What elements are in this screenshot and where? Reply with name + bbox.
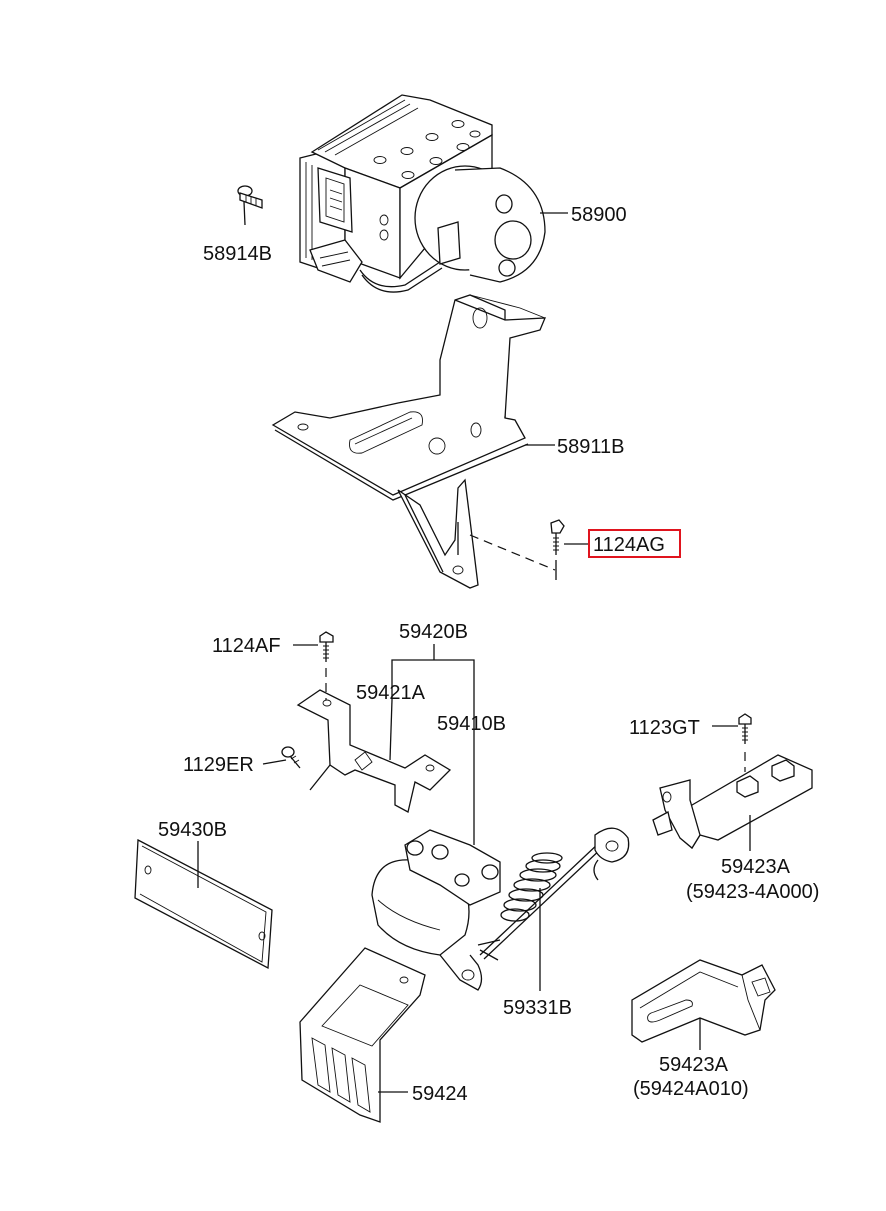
bolt-1124AG[interactable] <box>550 519 565 580</box>
label-1124AF[interactable]: 1124AF <box>212 635 281 657</box>
label-59423A-lower[interactable]: 59423A <box>659 1054 729 1076</box>
label-59410B[interactable]: 59410B <box>437 713 506 735</box>
bolt-58914B[interactable] <box>237 185 263 226</box>
label-58914B[interactable]: 58914B <box>203 243 272 265</box>
label-58911B[interactable]: 58911B <box>557 436 624 458</box>
label-59423A-upper[interactable]: 59423A <box>721 856 791 878</box>
install-line-1124AG <box>469 534 556 571</box>
bracket-58911B[interactable] <box>271 294 546 589</box>
label-59423A-lower-sub[interactable]: (59424A010) <box>633 1078 749 1100</box>
plate-59430B[interactable] <box>134 838 273 970</box>
label-59420B[interactable]: 59420B <box>399 621 468 643</box>
bracket-59424[interactable] <box>299 947 426 1123</box>
label-1129ER[interactable]: 1129ER <box>183 754 254 776</box>
spring-link-59331B[interactable] <box>477 827 630 961</box>
bracket-59421A[interactable] <box>296 689 452 813</box>
sensor-59410B[interactable] <box>371 829 501 991</box>
bolt-1123GT[interactable] <box>738 713 752 772</box>
label-59430B[interactable]: 59430B <box>158 819 227 841</box>
label-1124AG[interactable]: 1124AG <box>593 534 665 556</box>
abs-hydraulic-unit[interactable] <box>299 94 546 293</box>
label-59424[interactable]: 59424 <box>412 1083 468 1105</box>
label-59421A[interactable]: 59421A <box>356 682 426 704</box>
highlight-box-1124AG <box>588 529 681 558</box>
label-1123GT[interactable]: 1123GT <box>629 717 700 739</box>
label-59331B[interactable]: 59331B <box>503 997 572 1019</box>
leader-lines <box>197 212 751 1093</box>
label-59423A-upper-sub[interactable]: (59423-4A000) <box>686 881 819 903</box>
bolt-1129ER[interactable] <box>281 746 301 769</box>
bracket-59423A-lower[interactable] <box>631 959 776 1043</box>
bolt-1124AF[interactable] <box>319 631 334 700</box>
bracket-59423A-upper[interactable] <box>652 754 813 849</box>
part-labels: 58900 58914B 58911B 1124AG 1124AF 59420B… <box>158 204 819 1105</box>
label-58900[interactable]: 58900 <box>571 204 627 226</box>
